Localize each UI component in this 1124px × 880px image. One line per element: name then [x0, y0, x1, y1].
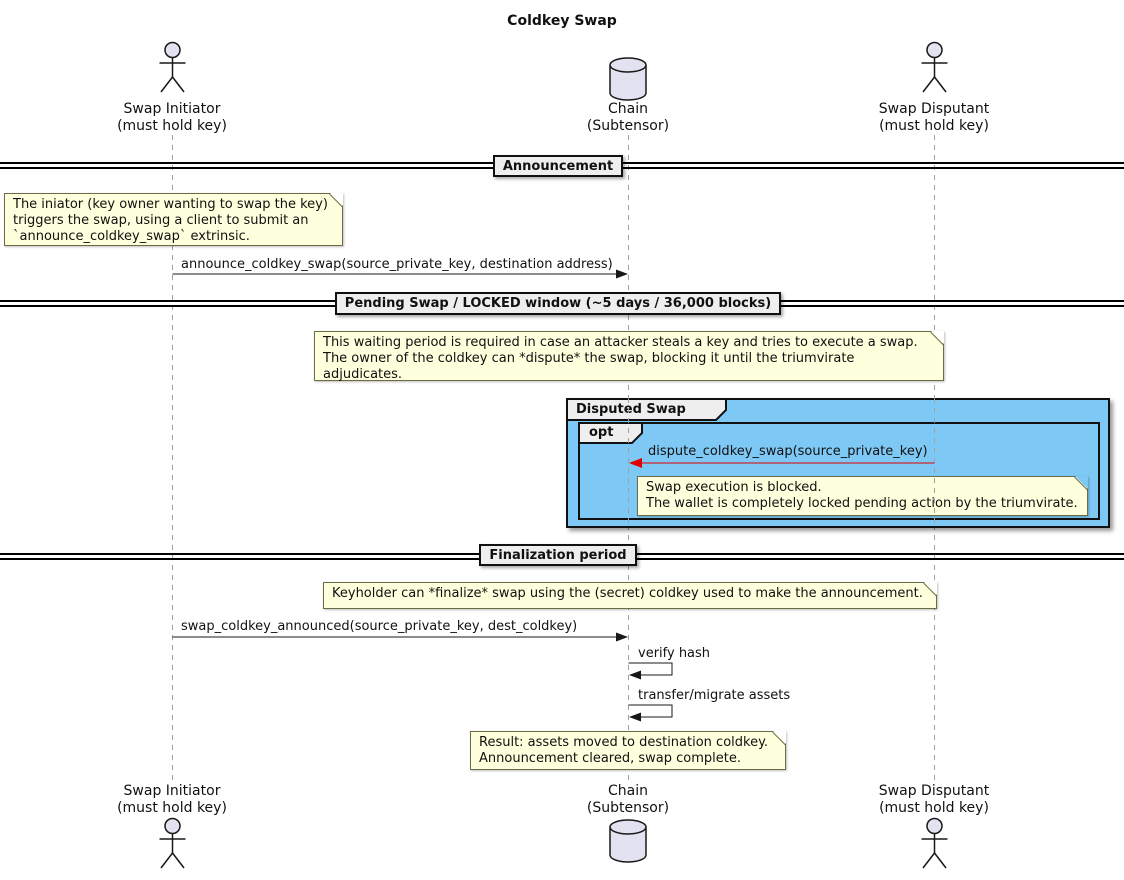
- database-icon-chain-bottom: [609, 819, 647, 863]
- actor-icon-initiator-bottom: [159, 817, 186, 869]
- diagram-title: Coldkey Swap: [507, 13, 617, 29]
- note-blocked: Swap execution is blocked. The wallet is…: [637, 476, 1088, 516]
- note-line: The owner of the coldkey can *dispute* t…: [323, 351, 855, 382]
- actor-icon-disputant-top: [921, 41, 948, 93]
- message-transfer-assets: transfer/migrate assets: [638, 688, 791, 703]
- database-icon-chain-top: [609, 57, 647, 101]
- fragment-operator: opt: [589, 425, 614, 440]
- message-verify-hash: verify hash: [638, 646, 711, 661]
- message-finalize: swap_coldkey_announced(source_private_ke…: [181, 619, 578, 634]
- participant-label-chain-top: Chain (Subtensor): [518, 101, 738, 135]
- message-announce: announce_coldkey_swap(source_private_key…: [181, 257, 613, 272]
- note-line: triggers the swap, using a client to sub…: [13, 213, 309, 228]
- group-label: Disputed Swap: [576, 402, 686, 417]
- participant-name: Swap Initiator: [123, 783, 221, 799]
- divider-pending: Pending Swap / LOCKED window (~5 days / …: [335, 292, 781, 315]
- arrow-self-transfer: [628, 704, 673, 722]
- participant-label-chain-bottom: Chain (Subtensor): [518, 783, 738, 817]
- participant-name: Swap Disputant: [878, 783, 990, 799]
- note-line: The wallet is completely locked pending …: [646, 496, 1078, 511]
- message-dispute: dispute_coldkey_swap(source_private_key): [648, 444, 928, 459]
- participant-name: Swap Initiator: [123, 101, 221, 117]
- participant-name: Chain: [608, 783, 648, 799]
- participant-label-initiator-top: Swap Initiator (must hold key): [62, 101, 282, 135]
- participant-label-initiator-bottom: Swap Initiator (must hold key): [62, 783, 282, 817]
- note-line: Keyholder can *finalize* swap using the …: [332, 586, 923, 601]
- actor-icon-disputant-bottom: [921, 817, 948, 869]
- note-finalize: Keyholder can *finalize* swap using the …: [323, 582, 937, 609]
- participant-subtitle: (Subtensor): [586, 800, 670, 816]
- arrow-self-verify: [628, 662, 673, 680]
- participant-name: Chain: [608, 101, 648, 117]
- participant-subtitle: (must hold key): [117, 118, 227, 134]
- participant-label-disputant-top: Swap Disputant (must hold key): [824, 101, 1044, 135]
- note-line: Result: assets moved to destination cold…: [479, 735, 769, 750]
- note-line: This waiting period is required in case …: [323, 335, 918, 350]
- opt-tab-shape: [578, 422, 643, 444]
- participant-subtitle: (must hold key): [879, 800, 989, 816]
- participant-name: Swap Disputant: [878, 101, 990, 117]
- note-waiting-period: This waiting period is required in case …: [314, 331, 944, 382]
- participant-subtitle: (Subtensor): [586, 118, 670, 134]
- divider-finalization: Finalization period: [479, 544, 637, 566]
- participant-label-disputant-bottom: Swap Disputant (must hold key): [824, 783, 1044, 817]
- note-initiator: The iniator (key owner wanting to swap t…: [4, 193, 343, 246]
- divider-announcement: Announcement: [493, 155, 623, 177]
- note-line: `announce_coldkey_swap` extrinsic.: [13, 229, 250, 244]
- group-tab-shape: [566, 398, 727, 421]
- actor-icon-initiator-top: [159, 41, 186, 93]
- note-result: Result: assets moved to destination cold…: [470, 731, 786, 770]
- fragment-opt: opt: [578, 422, 1100, 520]
- participant-subtitle: (must hold key): [879, 118, 989, 134]
- note-line: The iniator (key owner wanting to swap t…: [13, 197, 328, 212]
- note-line: Swap execution is blocked.: [646, 480, 822, 495]
- participant-subtitle: (must hold key): [117, 800, 227, 816]
- note-line: Announcement cleared, swap complete.: [479, 751, 741, 766]
